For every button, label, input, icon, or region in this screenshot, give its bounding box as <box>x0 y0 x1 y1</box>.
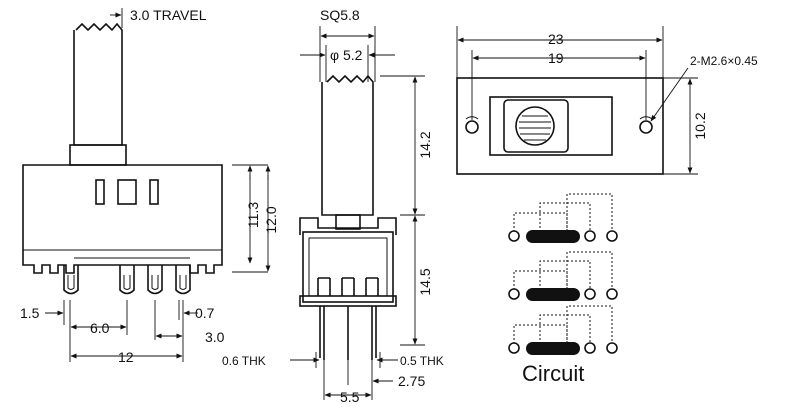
screw-spec: 2-M2.6×0.45 <box>690 54 758 68</box>
dim-12: 12 <box>118 349 134 365</box>
pin-3 <box>147 265 163 295</box>
thk-0-6: 0.6 THK <box>222 354 266 368</box>
dim-14-2: 14.2 <box>417 131 433 158</box>
mounting-plate <box>456 77 664 175</box>
dim-10-2: 10.2 <box>692 112 708 139</box>
circuit-pole-3 <box>508 305 618 355</box>
slot-window <box>489 96 613 156</box>
dim-14-5: 14.5 <box>417 268 433 295</box>
circuit-diagram: Circuit <box>508 193 618 386</box>
front-actuator <box>321 74 374 216</box>
circuit-label: Circuit <box>522 361 584 386</box>
pin-1 <box>63 265 79 295</box>
dim-11-3: 11.3 <box>245 202 261 228</box>
frame-top <box>299 217 397 235</box>
frame-slider <box>335 214 361 230</box>
dim-3-0: 3.0 <box>205 329 225 345</box>
dim-12-0: 12.0 <box>263 206 279 233</box>
dim-5-5: 5.5 <box>340 389 360 405</box>
slide-knob <box>515 106 555 146</box>
circuit-pole-1 <box>508 193 618 243</box>
body-window-left <box>95 179 105 205</box>
dim-sq58: SQ5.8 <box>320 7 360 23</box>
pin-4 <box>175 265 191 295</box>
dim-0-7: 0.7 <box>195 305 215 321</box>
circuit-pole-2 <box>508 251 618 301</box>
actuator-knob <box>73 22 123 146</box>
travel-label: 3.0 TRAVEL <box>130 7 207 23</box>
dim-phi-5-2: φ 5.2 <box>330 47 363 63</box>
dim-23: 23 <box>548 31 564 47</box>
thk-0-5: 0.5 THK <box>400 354 444 368</box>
side-view: 3.0 TRAVEL 11.3 12.0 1.5 6.0 0.7 3.0 12 <box>20 7 279 365</box>
body-window-center <box>117 179 137 205</box>
pin-2 <box>119 265 135 295</box>
switch-body <box>22 164 223 274</box>
dim-2-75: 2.75 <box>398 373 425 389</box>
dim-1-5: 1.5 <box>20 305 40 321</box>
slide-knob-housing <box>503 99 569 153</box>
dim-6-0: 6.0 <box>90 320 110 336</box>
actuator-collar <box>69 144 127 166</box>
mount-hole-right <box>639 120 653 134</box>
top-view: 23 19 10.2 2-M2.6×0.45 <box>456 26 758 175</box>
frame-body <box>302 231 394 303</box>
mount-hole-left <box>465 120 479 134</box>
body-window-right <box>149 179 159 205</box>
dim-19: 19 <box>548 50 564 66</box>
front-view: SQ5.8 φ 5.2 14.2 14.5 <box>222 7 444 405</box>
